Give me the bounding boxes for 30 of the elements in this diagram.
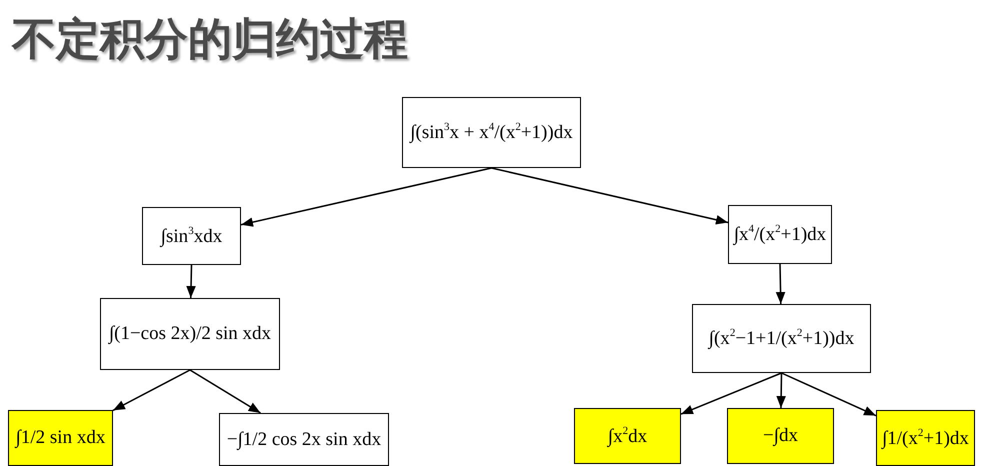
formula-box [219,413,389,466]
formula-box [8,410,113,466]
arrow [112,369,190,412]
formula: ∫sin$^{3}$xdx [160,224,222,248]
arrow [240,167,492,227]
formula-box [876,410,975,466]
formula: −∫1/2 cos 2x sin xdx [226,428,382,450]
formula-box [100,298,280,370]
formula: ∫(x$^{2}$−1+1/(x$^{2}$+1))dx [708,327,854,350]
arrow [190,369,261,414]
formula-box [142,207,241,265]
formula: ∫(sin$^{3}$x + x$^{4}$/(x$^{2}$+1))dx [410,121,573,144]
title: 不定积分的归约过程 [12,13,408,67]
formula: ∫x$^{2}$dx [608,424,648,448]
formula-box [728,205,832,264]
arrow [491,167,728,224]
arrow [781,372,876,416]
formula: ∫1/(x$^{2}$+1)dx [882,426,969,450]
formula-box [727,408,834,464]
formula: ∫(1−cos 2x)/2 sin xdx [108,323,272,345]
formula: −∫dx [763,425,798,447]
formula-box [574,408,681,464]
formula-box [402,97,581,168]
arrow [680,372,782,415]
arrow [776,372,786,408]
formula: ∫1/2 sin xdx [16,427,106,449]
formula: ∫x$^{4}$/(x$^{2}$+1)dx [734,223,826,246]
arrow [186,264,196,298]
formula-box [692,304,871,373]
arrow [776,264,786,304]
